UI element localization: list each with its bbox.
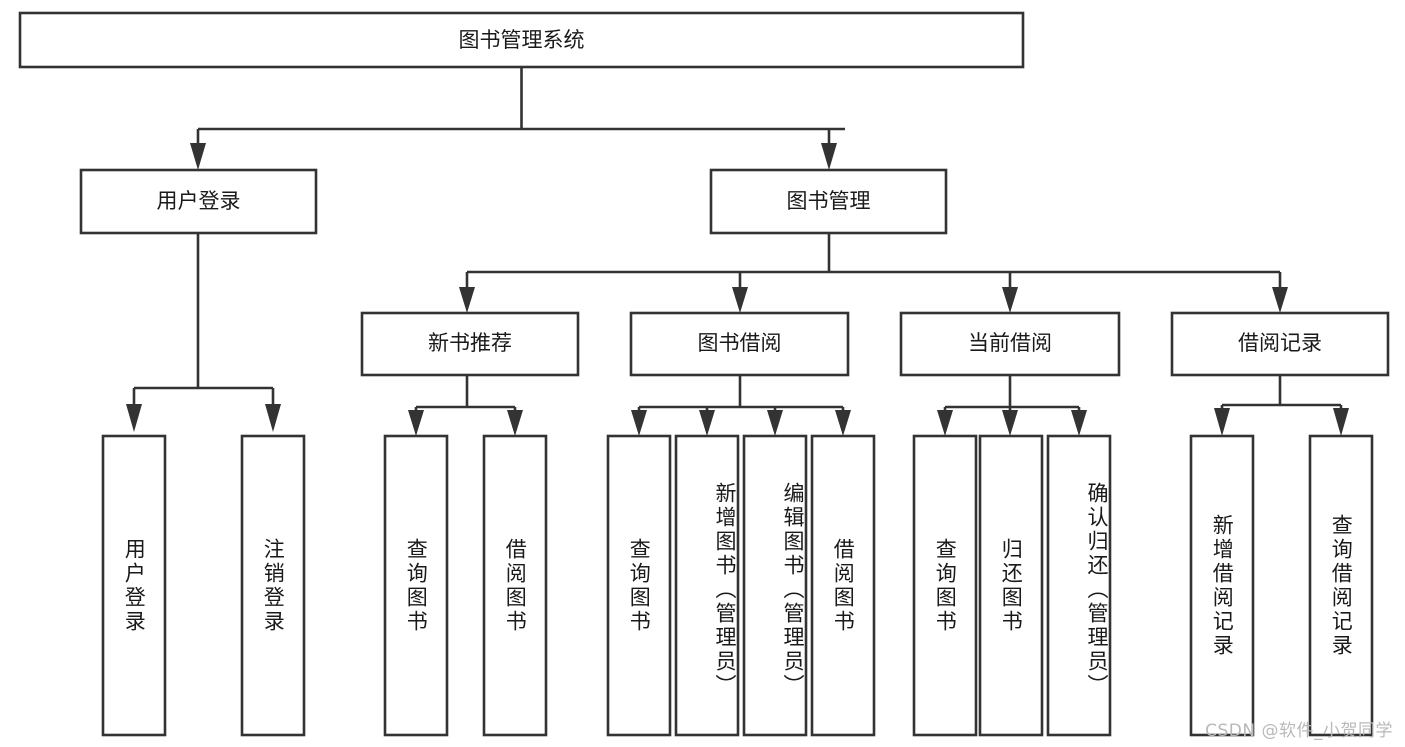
leaf-edit-book-admin[interactable] <box>742 434 808 737</box>
node-current-borrow-label: 当前借阅 <box>968 331 1052 355</box>
arrow-leaf-return-book <box>1002 410 1018 436</box>
arrow-new-book-recommend <box>459 287 475 313</box>
leaf-borrow-book-recommend[interactable] <box>482 434 548 737</box>
node-book-manage[interactable] <box>709 168 948 235</box>
leaf-confirm-return-admin[interactable] <box>1046 434 1112 737</box>
node-book-borrow[interactable] <box>629 311 850 377</box>
arrow-leaf-query-book-n <box>408 410 424 436</box>
arrow-book-borrow <box>732 287 748 313</box>
leaf-user-login[interactable] <box>101 434 167 737</box>
edges-group <box>126 67 1349 436</box>
leaf-add-book-admin[interactable] <box>674 434 740 737</box>
leaf-add-borrow-record[interactable] <box>1189 434 1255 737</box>
node-new-book-recommend[interactable] <box>360 311 580 377</box>
leaf-query-book-borrow[interactable] <box>606 434 672 737</box>
arrow-leaf-edit-book <box>767 410 783 436</box>
arrow-borrow-record <box>1272 287 1288 313</box>
arrow-leaf-add-record <box>1214 408 1230 436</box>
arrow-leaf-query-record <box>1333 408 1349 436</box>
node-current-borrow[interactable] <box>899 311 1121 377</box>
leaf-return-book[interactable] <box>978 434 1044 737</box>
arrow-leaf-borrow-book-b <box>835 410 851 436</box>
node-user-login-label: 用户登录 <box>157 189 241 213</box>
arrow-leaf-add-book <box>699 410 715 436</box>
leaf-query-borrow-record[interactable] <box>1308 434 1374 737</box>
node-borrow-record[interactable] <box>1170 311 1390 377</box>
arrow-leaf-query-book-c <box>937 410 953 436</box>
node-new-book-recommend-label: 新书推荐 <box>428 331 512 355</box>
arrow-current-borrow <box>1002 287 1018 313</box>
node-user-login[interactable] <box>79 168 318 235</box>
node-borrow-record-label: 借阅记录 <box>1238 331 1322 355</box>
arrow-leaf-logout <box>265 404 281 432</box>
arrow-leaf-query-book-b <box>631 410 647 436</box>
arrow-leaf-confirm-return <box>1071 410 1087 436</box>
leaf-query-book-current[interactable] <box>912 434 978 737</box>
nodes-group: 图书管理系统 用户登录 图书管理 新书推荐 图书借阅 当前借阅 借阅记录 <box>18 11 1390 737</box>
leaf-logout[interactable] <box>240 434 306 737</box>
arrow-leaf-borrow-book-n <box>507 410 523 436</box>
csdn-watermark: CSDN @软件_小贺同学 <box>1205 721 1393 741</box>
arrow-leaf-user-login <box>126 404 142 432</box>
arrow-book-manage <box>821 143 837 170</box>
arrow-user-login <box>190 143 206 170</box>
node-root-label: 图书管理系统 <box>459 28 585 52</box>
leaf-query-book-recommend[interactable] <box>383 434 449 737</box>
leaf-borrow-book-borrow[interactable] <box>810 434 876 737</box>
node-book-manage-label: 图书管理 <box>787 189 871 213</box>
node-root[interactable] <box>18 11 1025 69</box>
node-book-borrow-label: 图书借阅 <box>698 331 782 355</box>
